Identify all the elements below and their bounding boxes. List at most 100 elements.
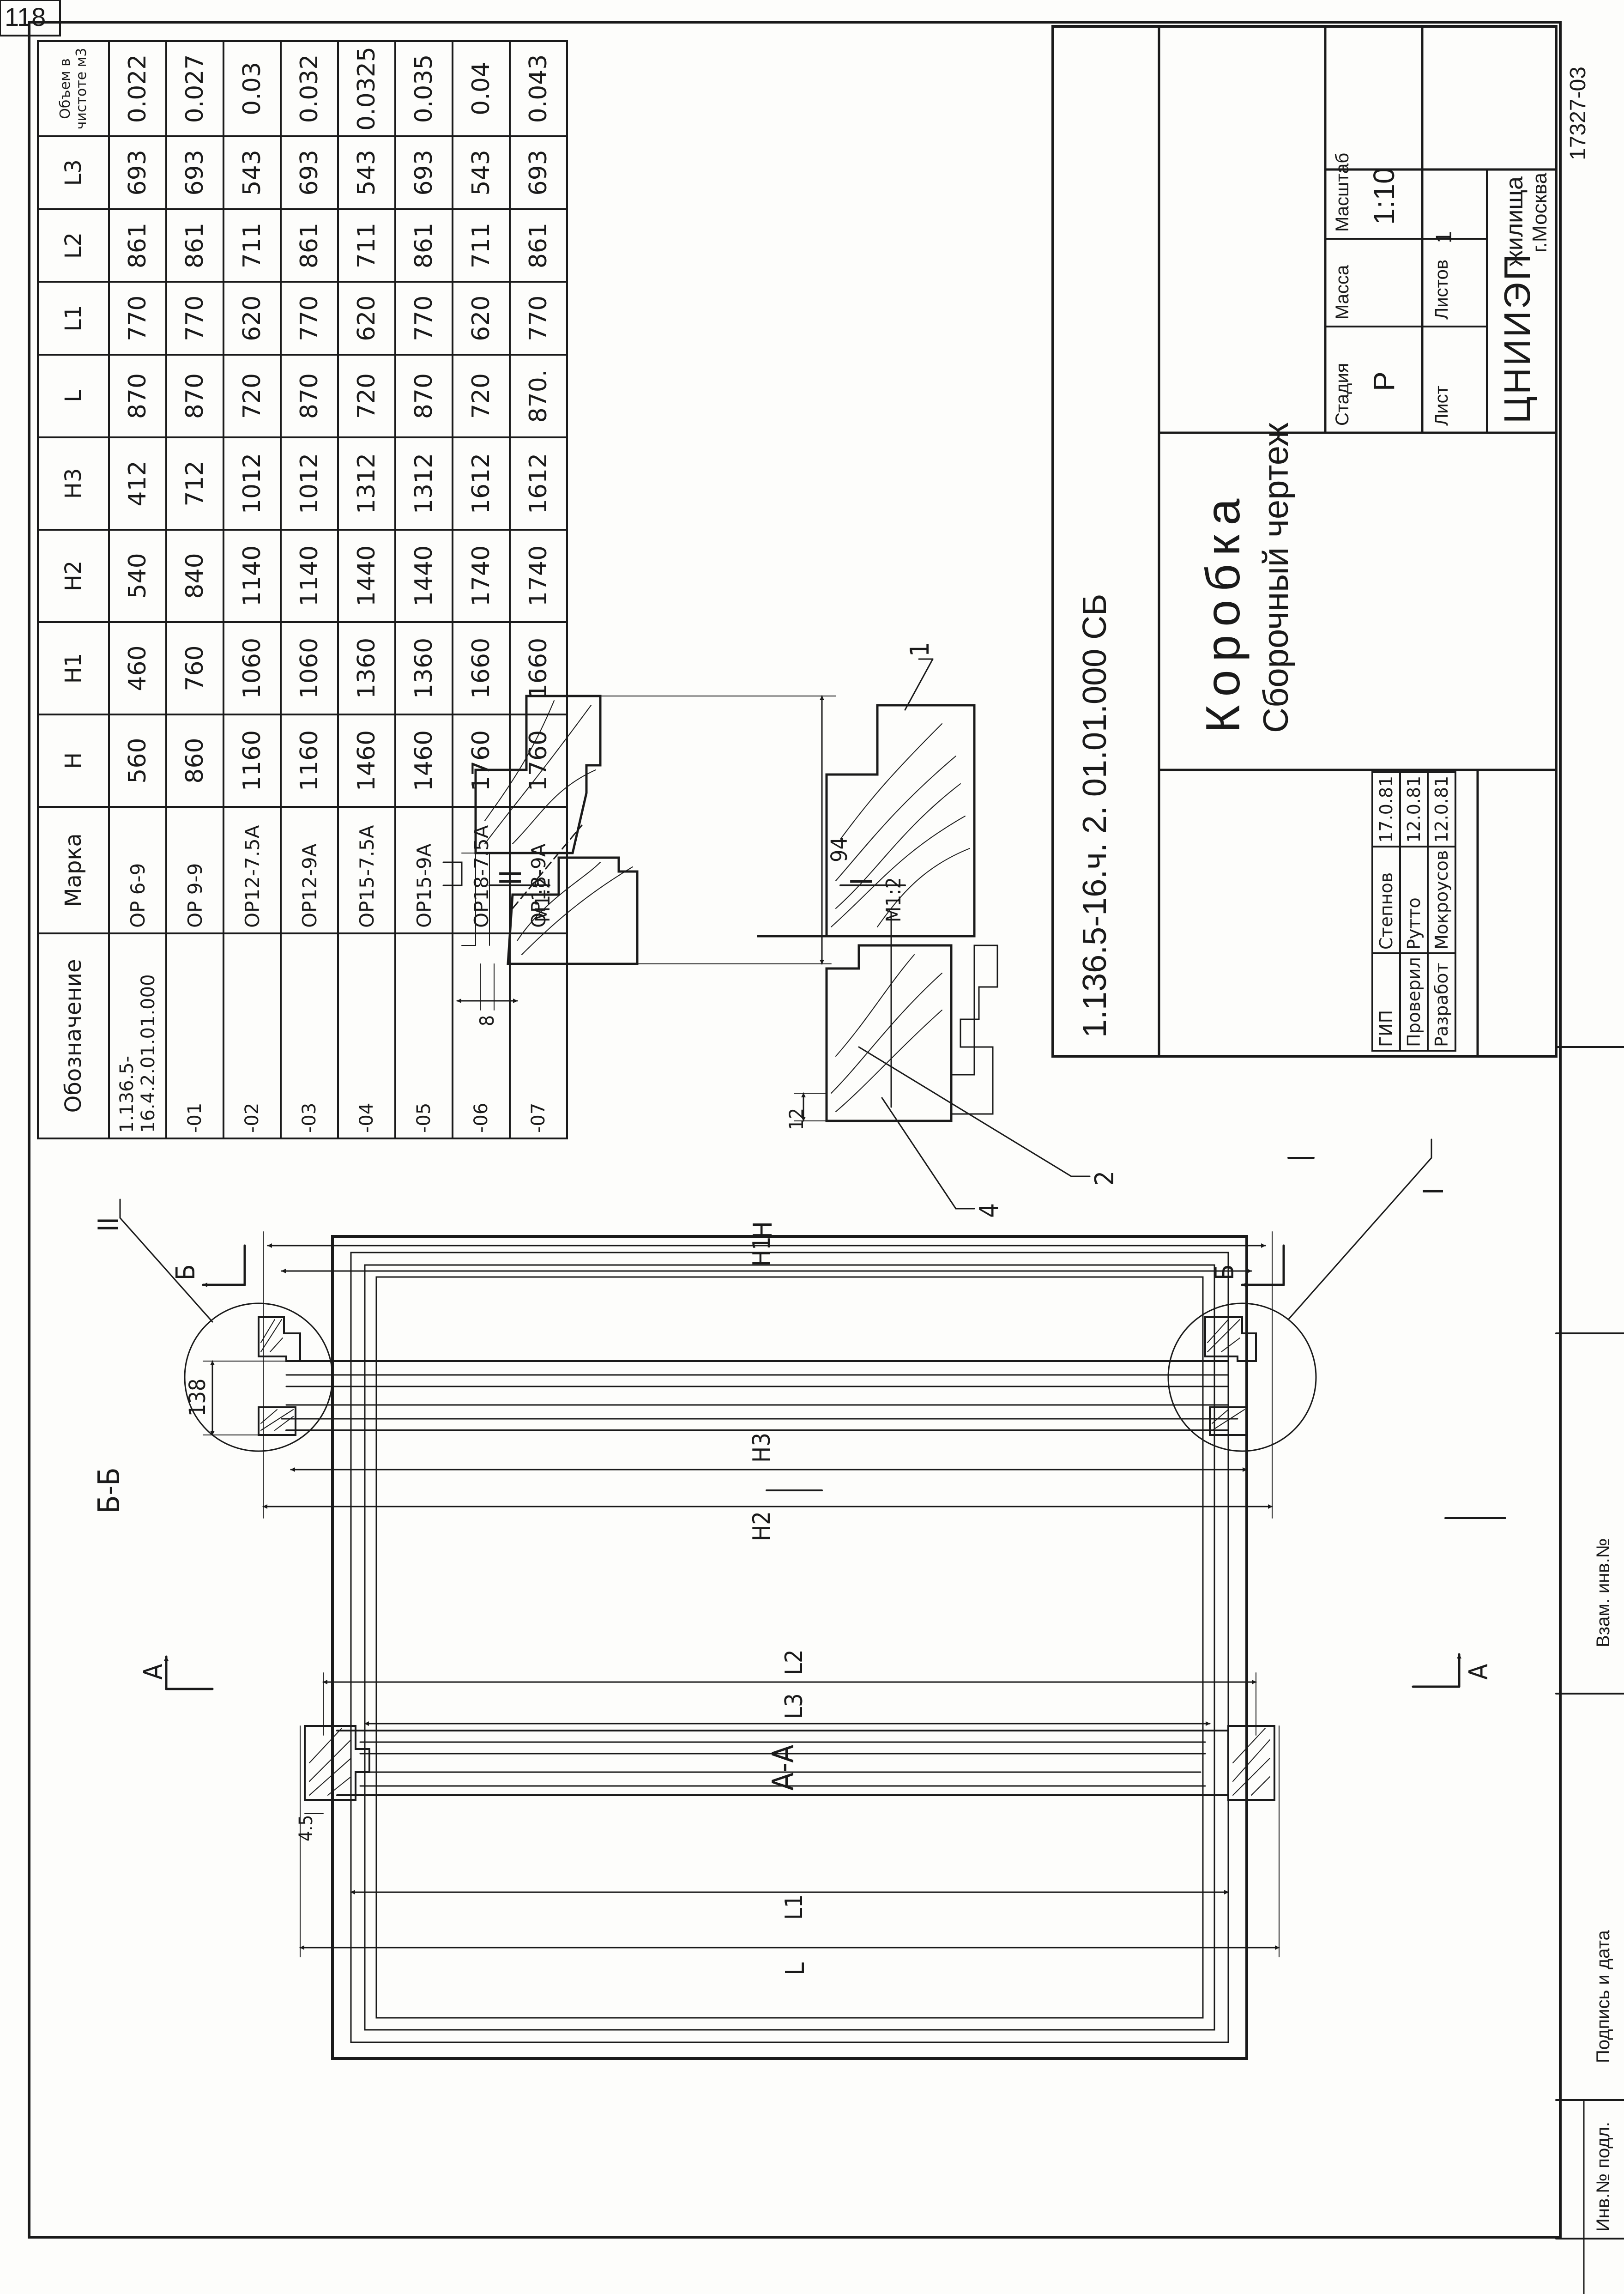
front-view-rebate-2 <box>364 1264 1215 2031</box>
leader-4-label: 4 <box>974 1203 1004 1218</box>
cell-L: 870 <box>395 355 453 437</box>
cell-designation: -02 <box>223 933 281 1138</box>
cell-H3: 412 <box>109 437 166 530</box>
dim-L3-label: L3 <box>780 1693 808 1719</box>
drawing-code: 1.136.5-16.ч. 2. 01.01.000 СБ <box>1076 593 1113 1038</box>
detail-I-label: I <box>845 878 879 885</box>
cell-mark: ОР 9-9 <box>166 807 223 933</box>
signature-role: ГИП <box>1372 953 1400 1051</box>
cell-L3: 693 <box>109 136 166 209</box>
cell-mark: ОР 6-9 <box>109 807 166 933</box>
col-header-volume: Объем в чистоте м3 <box>38 41 109 136</box>
col-header-L2: L2 <box>38 209 109 282</box>
dim-94-label: 94 <box>827 837 852 862</box>
cell-mark: ОР18-7.5А <box>453 807 510 933</box>
cell-H2: 1740 <box>510 529 567 622</box>
cell-L2: 711 <box>338 209 395 282</box>
cell-L: 720 <box>338 355 395 437</box>
cell-L: 720 <box>453 355 510 437</box>
section-aa-title: А-А <box>767 1744 801 1791</box>
cell-H: 860 <box>166 714 223 807</box>
cell-volume: 0.0325 <box>338 41 395 136</box>
drawing-title: Коробка <box>1196 490 1250 733</box>
detail-II-nail <box>512 824 583 909</box>
aa-left-profile <box>304 1725 370 1801</box>
cell-H1: 1660 <box>453 622 510 714</box>
cell-L2: 861 <box>510 209 567 282</box>
dim-L2-label: L2 <box>780 1649 808 1675</box>
cell-H: 1460 <box>395 714 453 807</box>
cell-H3: 1612 <box>510 437 567 530</box>
section-mark-a-bottom: А <box>1464 1664 1494 1680</box>
section-bb <box>119 1138 1432 1814</box>
front-view-rebate-1 <box>350 1252 1229 2043</box>
side-stamp-replace-label: Взам. инв.№ <box>1593 1538 1613 1647</box>
dim-L-label: L <box>780 1962 810 1975</box>
sheets-value: 1 <box>1432 231 1456 243</box>
cell-L1: 770 <box>395 282 453 355</box>
section-mark-a-top: А <box>139 1664 169 1680</box>
cell-designation: -06 <box>453 933 510 1138</box>
cell-L3: 543 <box>453 136 510 209</box>
cell-H: 1160 <box>281 714 338 807</box>
cell-L: 870 <box>109 355 166 437</box>
archive-number: 17327-03 <box>1566 67 1590 160</box>
front-view-outer <box>331 1235 1248 2060</box>
detail-I <box>757 658 1091 1210</box>
cell-H: 560 <box>109 714 166 807</box>
cell-H1: 1060 <box>223 622 281 714</box>
detail-I-lower-bar <box>825 944 953 1122</box>
cell-L2: 711 <box>453 209 510 282</box>
cell-designation: -07 <box>510 933 567 1138</box>
cell-mark: ОР15-9А <box>395 807 453 933</box>
dim-45-label: 4.5 <box>296 1815 317 1841</box>
drawing-subtitle: Сборочный чертеж <box>1256 423 1296 733</box>
detail-II-circle <box>184 1302 333 1452</box>
cell-volume: 0.027 <box>166 41 223 136</box>
detail-II-ref-label: II <box>92 1217 125 1232</box>
cell-L3: 543 <box>223 136 281 209</box>
cell-L1: 620 <box>338 282 395 355</box>
cell-L3: 693 <box>510 136 567 209</box>
organization-logo: ЦНИИЭП <box>1497 252 1538 424</box>
side-stamp-sign-label: Подпись и дата <box>1593 1930 1613 2063</box>
sheets-label: Листов <box>1431 260 1452 320</box>
detail-II <box>442 695 836 1011</box>
cell-H1: 460 <box>109 622 166 714</box>
detail-I-circle <box>1167 1302 1317 1452</box>
stage-value: Р <box>1367 371 1401 391</box>
col-header-L3: L3 <box>38 136 109 209</box>
cell-volume: 0.035 <box>395 41 453 136</box>
cell-H1: 1360 <box>395 622 453 714</box>
cell-H2: 1140 <box>223 529 281 622</box>
cell-L3: 693 <box>166 136 223 209</box>
signature-name: Степнов <box>1372 846 1400 954</box>
cell-H: 1160 <box>223 714 281 807</box>
cell-L3: 693 <box>395 136 453 209</box>
aa-right-profile <box>1227 1725 1275 1801</box>
cell-designation: -03 <box>281 933 338 1138</box>
cell-H2: 1440 <box>395 529 453 622</box>
title-block-frame <box>1051 25 1558 1058</box>
scale-value: 1:10 <box>1367 167 1401 225</box>
cell-L2: 861 <box>109 209 166 282</box>
dim-L1-label: L1 <box>780 1894 808 1920</box>
cell-L: 870. <box>510 355 567 437</box>
detail-II-outer-bar <box>474 695 602 854</box>
cell-L1: 620 <box>223 282 281 355</box>
signature-name: Мокроусов <box>1428 846 1455 954</box>
cell-H3: 1312 <box>338 437 395 530</box>
section-mark-b-bottom: Б <box>1210 1264 1240 1280</box>
cell-H2: 1140 <box>281 529 338 622</box>
cell-L1: 770 <box>109 282 166 355</box>
front-view-inner <box>375 1276 1204 2019</box>
col-header-H1: H1 <box>38 622 109 714</box>
cell-H: 1760 <box>510 714 567 807</box>
